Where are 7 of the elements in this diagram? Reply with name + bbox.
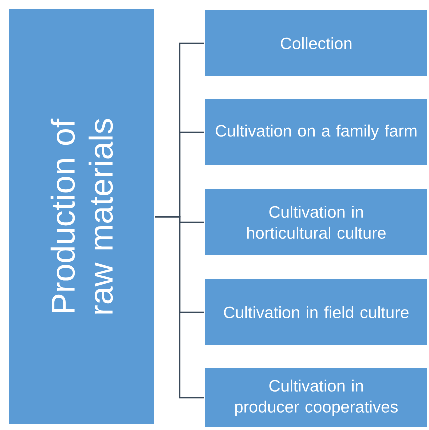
category-box: Cultivation in field culture <box>204 278 428 346</box>
category-box: Collection <box>204 10 428 78</box>
category-box: Cultivation on a family farm <box>204 98 428 166</box>
category-box: Cultivation in horticultural culture <box>204 188 428 256</box>
connector-line <box>156 216 204 399</box>
category-box: Cultivation in producer cooperatives <box>204 368 428 428</box>
rotated-title-box: Production of raw materials <box>8 8 156 426</box>
